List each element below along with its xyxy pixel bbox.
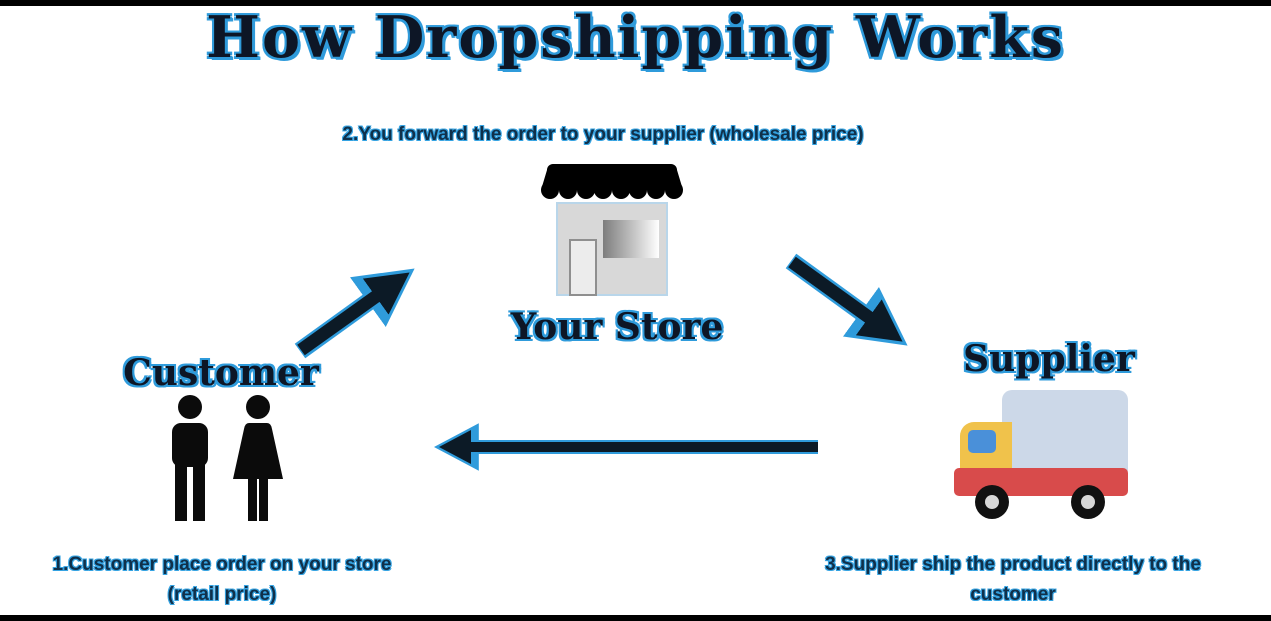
delivery-truck-icon [954,390,1128,519]
top-border-bar [0,0,1271,6]
store-window [603,220,659,258]
store-label: Your Store [510,306,724,348]
diagram-title: How Dropshipping Works [206,4,1065,71]
step1-label: 1.Customer place order on your store (re… [53,550,392,610]
man-figure [172,395,208,521]
customer-to-store-arrow [294,268,415,359]
step3-line1: 3.Supplier ship the product directly to … [825,554,1201,575]
customer-people-icon [158,393,293,538]
truck-cargo-box [1002,390,1128,480]
truck-wheels [975,485,1105,519]
truck-window [968,430,996,453]
store-to-supplier-arrow [785,253,908,346]
supplier-truck-icon [950,388,1130,531]
step3-label: 3.Supplier ship the product directly to … [825,550,1201,610]
step3-line2: customer [970,584,1056,605]
store-awning [541,164,683,190]
store-awning-scallops [541,181,683,199]
man-and-woman-icon [172,395,283,521]
store-door [569,239,597,296]
bottom-border-bar [0,615,1271,621]
step1-line2: (retail price) [167,584,277,605]
supplier-label: Supplier [963,338,1135,380]
customer-label: Customer [123,352,319,394]
store-icon [537,158,687,303]
step2-label: 2.You forward the order to your supplier… [342,124,864,145]
step1-line1: 1.Customer place order on your store [52,554,392,575]
woman-figure [233,395,283,521]
storefront-icon [541,164,683,296]
